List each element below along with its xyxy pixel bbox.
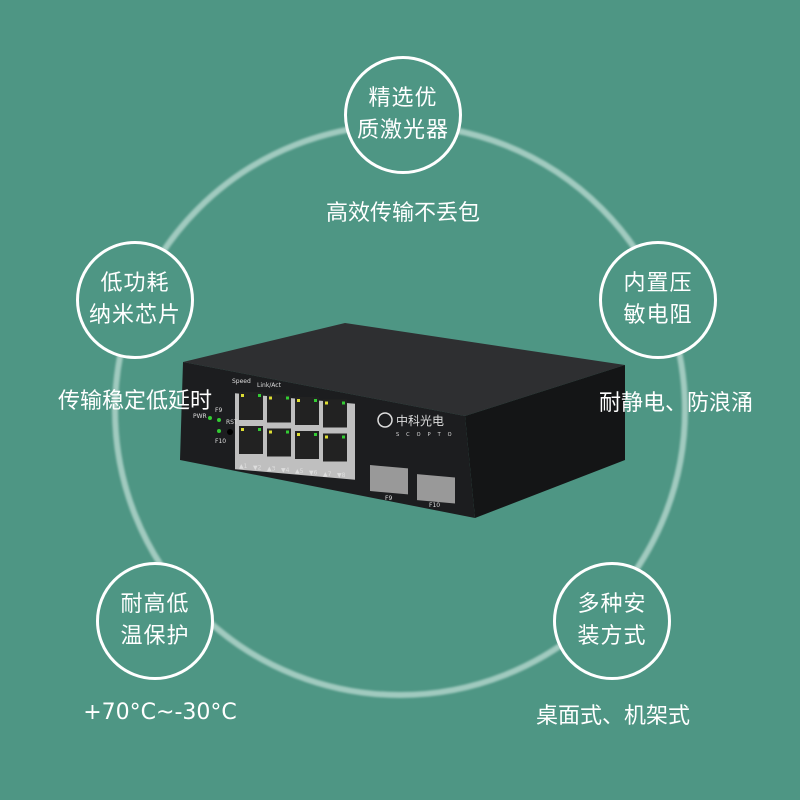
badge-line: 装方式 <box>577 624 647 649</box>
badge-line: 纳米芯片 <box>88 303 181 328</box>
feature-caption: 耐静电、防浪涌 <box>598 391 754 416</box>
rst-label: RST <box>226 419 238 426</box>
badge-line: 内置压 <box>623 271 693 296</box>
port-led <box>297 433 300 436</box>
brand-name: 中科光电 <box>396 413 444 428</box>
feature-caption: 传输稳定低延时 <box>57 389 213 414</box>
port-led <box>241 394 244 397</box>
sfp-label: F10 <box>429 502 440 509</box>
sfp-port-f9[interactable] <box>370 465 408 495</box>
badge-line: 精选优 <box>368 86 438 111</box>
port-led <box>258 428 261 431</box>
feature-badge-varistor: 内置压 敏电阻 <box>599 241 717 359</box>
port-led <box>269 396 272 400</box>
badge-line: 耐高低 <box>120 592 190 617</box>
port-led <box>258 394 261 397</box>
port-number: ▼4 <box>281 467 290 474</box>
port-led <box>314 433 317 436</box>
speed-label: Speed <box>232 378 251 385</box>
f9-led-label: F9 <box>215 407 222 414</box>
port-led <box>241 428 244 431</box>
feature-caption: 高效传输不丢包 <box>325 201 481 226</box>
port-led <box>286 430 289 434</box>
brand-logo-icon <box>377 412 393 428</box>
port-number: ▲7 <box>323 471 332 478</box>
port-led <box>325 435 328 439</box>
port-led <box>269 430 272 434</box>
port-number: ▼8 <box>337 472 346 479</box>
port-led <box>314 399 317 402</box>
feature-caption: 桌面式、机架式 <box>535 704 691 729</box>
port-number: ▲1 <box>239 463 248 470</box>
port-led <box>297 399 300 402</box>
port-led <box>342 401 345 405</box>
network-switch-image: ▲1 ▼2 ▲3 ▼4 ▲5 ▼6 ▲7 ▼8 Speed Link/Act PWR F9 F… <box>180 323 625 518</box>
feature-caption: +70°C~-30°C <box>83 700 237 725</box>
brand-en: SCOPTO <box>396 432 459 438</box>
badge-line: 低功耗 <box>100 271 170 296</box>
port-number: ▲3 <box>267 466 276 473</box>
badge-line: 敏电阻 <box>623 303 693 328</box>
badge-line: 温保护 <box>120 624 190 649</box>
sfp-label: F9 <box>385 495 392 502</box>
link-label: Link/Act <box>257 382 282 389</box>
f10-led-label: F10 <box>215 438 226 445</box>
port-number: ▼2 <box>253 464 262 471</box>
badge-line: 质激光器 <box>356 118 449 143</box>
pwr-label: PWR <box>193 413 207 420</box>
port-number: ▼6 <box>309 470 318 477</box>
feature-badge-mounting: 多种安 装方式 <box>553 562 671 680</box>
sfp-port-f10[interactable] <box>417 474 455 504</box>
port-led <box>286 396 289 400</box>
port-led <box>342 435 345 439</box>
feature-badge-chip: 低功耗 纳米芯片 <box>76 241 194 359</box>
feature-badge-laser: 精选优 质激光器 <box>344 56 462 174</box>
port-number: ▲5 <box>295 468 304 475</box>
port-led <box>325 401 328 405</box>
badge-line: 多种安 <box>577 592 647 617</box>
feature-badge-temperature: 耐高低 温保护 <box>96 562 214 680</box>
